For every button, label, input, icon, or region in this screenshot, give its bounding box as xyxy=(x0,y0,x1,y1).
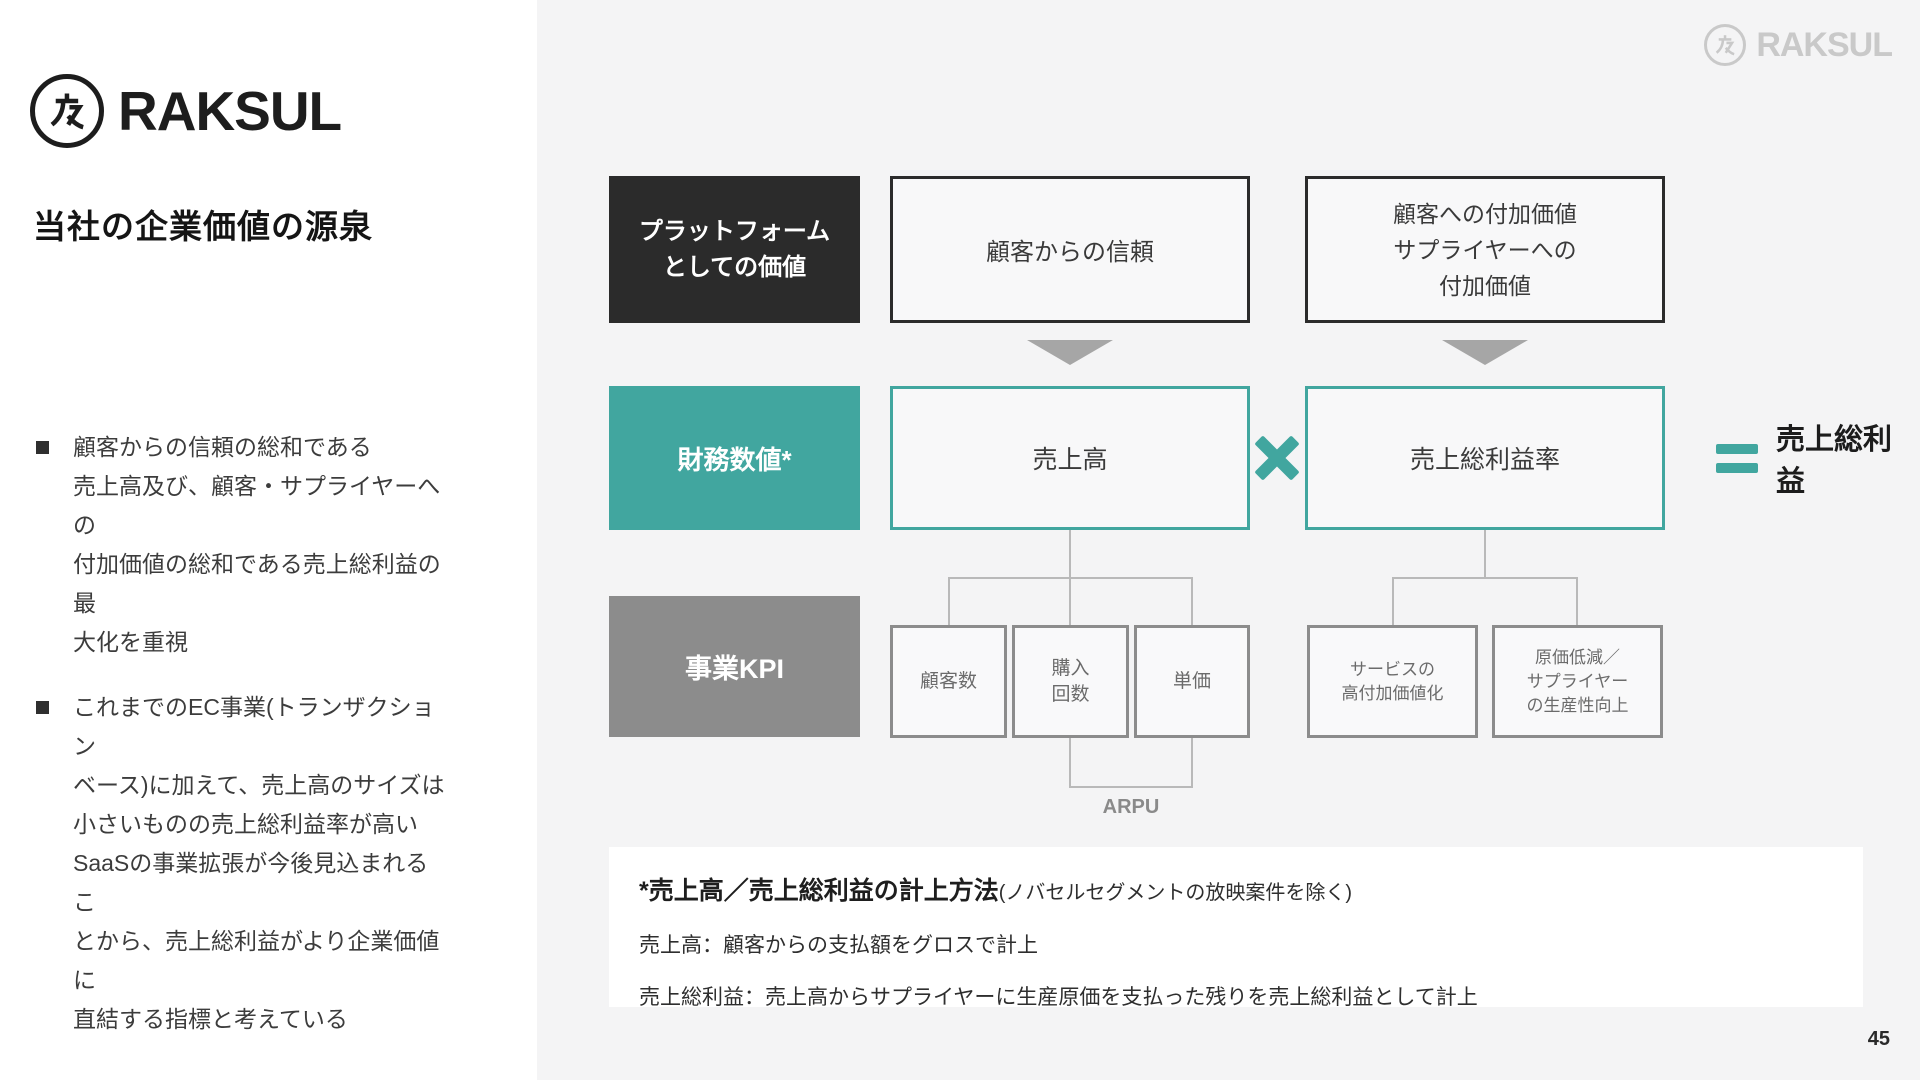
list-item: 顧客からの信頼の総和である 売上高及び、顧客・サプライヤーへの 付加価値の総和で… xyxy=(36,428,446,662)
raksul-watermark-icon xyxy=(1704,24,1747,66)
page-title: 当社の企業価値の源泉 xyxy=(33,208,373,245)
bullet-square-icon xyxy=(36,441,49,454)
kpi-customer-count: 顧客数 xyxy=(890,625,1007,738)
kpi-purchase-frequency: 購入 回数 xyxy=(1012,625,1129,738)
multiply-icon xyxy=(1254,435,1300,481)
business-kpi-label: 事業KPI xyxy=(609,596,860,737)
customer-trust-box: 顧客からの信頼 xyxy=(890,176,1250,323)
gross-margin-rate-box: 売上総利益率 xyxy=(1305,386,1665,530)
footnote-heading-bold: *売上高／売上総利益の計上方法 xyxy=(639,877,999,905)
connector-line xyxy=(1069,786,1193,788)
connector-line xyxy=(1191,738,1193,786)
connector-line xyxy=(948,577,1193,579)
footnote-revenue-line: 売上高：顧客からの支払額をグロスで計上 xyxy=(639,934,1038,957)
equals-icon xyxy=(1716,444,1758,473)
bullet-square-icon xyxy=(36,701,49,714)
platform-value-label: プラットフォーム としての価値 xyxy=(609,176,860,323)
raksul-watermark: RAKSUL xyxy=(1704,24,1893,66)
connector-line xyxy=(1191,577,1193,625)
arrow-down-icon xyxy=(1027,340,1113,365)
footnote-box: *売上高／売上総利益の計上方法(ノバセルセグメントの放映案件を除く) 売上高：顧… xyxy=(609,847,1863,1009)
footnote-gross-profit-line: 売上総利益：売上高からサプライヤーに生産原価を支払った残りを売上総利益として計上 xyxy=(639,986,1478,1009)
gross-profit-result: 売上総利益 xyxy=(1776,424,1893,498)
connector-line xyxy=(948,577,950,625)
connector-line xyxy=(1484,530,1486,579)
connector-line xyxy=(1069,738,1071,786)
bullet-text: これまでのEC事業(トランザクション ベース)に加えて、売上高のサイズは 小さい… xyxy=(73,694,445,1032)
kpi-unit-price: 単価 xyxy=(1134,625,1250,738)
arpu-label: ARPU xyxy=(1102,796,1160,818)
footnote-heading-note: (ノバセルセグメントの放映案件を除く) xyxy=(998,882,1353,904)
added-value-box: 顧客への付加価値 サプライヤーへの 付加価値 xyxy=(1305,176,1665,323)
raksul-logo: RAKSUL xyxy=(30,74,342,148)
raksul-logo-icon xyxy=(30,74,104,148)
footnote-heading: *売上高／売上総利益の計上方法(ノバセルセグメントの放映案件を除く) xyxy=(639,871,1833,907)
bullet-text: 顧客からの信頼の総和である 売上高及び、顧客・サプライヤーへの 付加価値の総和で… xyxy=(73,434,441,655)
raksul-wordmark: RAKSUL xyxy=(118,80,342,142)
kpi-cost-reduction: 原価低減／ サプライヤー の生産性向上 xyxy=(1492,625,1663,738)
financial-figures-label: 財務数値* xyxy=(609,386,860,530)
list-item: これまでのEC事業(トランザクション ベース)に加えて、売上高のサイズは 小さい… xyxy=(36,688,446,1039)
connector-line xyxy=(1392,577,1578,579)
bullet-list: 顧客からの信頼の総和である 売上高及び、顧客・サプライヤーへの 付加価値の総和で… xyxy=(36,428,446,1039)
connector-line xyxy=(1392,577,1394,625)
arrow-down-icon xyxy=(1442,340,1528,365)
page-number: 45 xyxy=(1867,1028,1890,1050)
connector-line xyxy=(1576,577,1578,625)
kpi-service-value: サービスの 高付加価値化 xyxy=(1307,625,1478,738)
revenue-box: 売上高 xyxy=(890,386,1250,530)
raksul-watermark-text: RAKSUL xyxy=(1756,25,1893,64)
